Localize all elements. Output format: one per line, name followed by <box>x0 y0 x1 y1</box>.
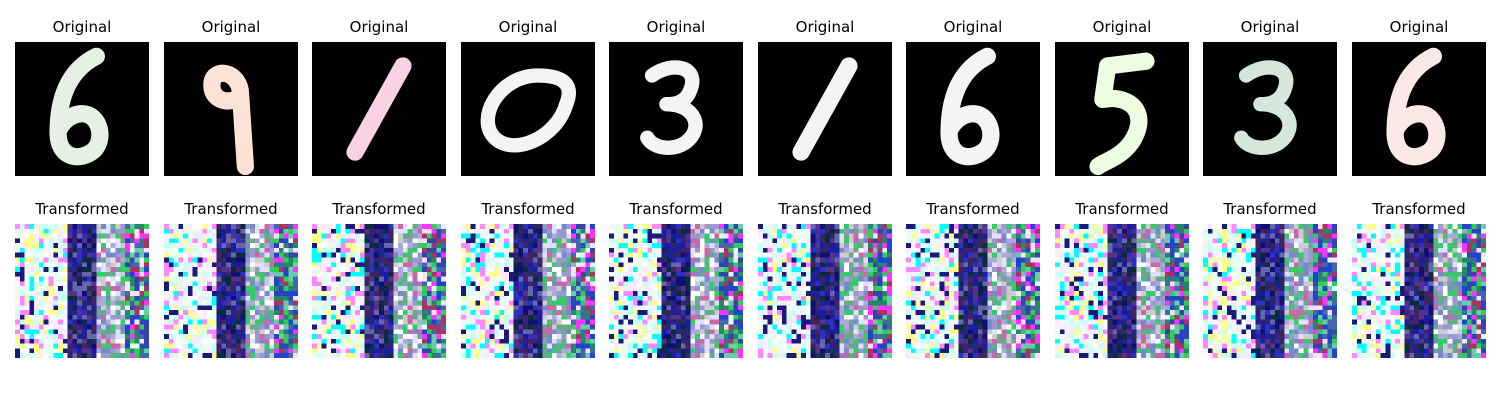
original-image <box>461 42 595 176</box>
transformed-image <box>1203 224 1337 358</box>
original-title: Original <box>1240 18 1300 36</box>
transformed-title: Transformed <box>481 200 575 218</box>
original-image <box>1352 42 1486 176</box>
original-image <box>1203 42 1337 176</box>
digit-stroke <box>792 57 858 161</box>
digit-stroke <box>940 47 1000 166</box>
original-title: Original <box>1092 18 1152 36</box>
original-title: Original <box>646 18 706 36</box>
digit-stroke <box>480 68 576 153</box>
transformed-title: Transformed <box>332 200 426 218</box>
original-title: Original <box>795 18 855 36</box>
original-image <box>609 42 743 176</box>
original-image <box>312 42 446 176</box>
digit-stroke <box>1386 47 1446 166</box>
original-image <box>1055 42 1189 176</box>
transformed-title: Transformed <box>778 200 872 218</box>
transformed-title: Transformed <box>1372 200 1466 218</box>
digit-stroke <box>1234 60 1297 155</box>
digit-stroke <box>1089 52 1155 176</box>
transformed-image <box>758 224 892 358</box>
original-title: Original <box>498 18 558 36</box>
digit-stroke <box>203 64 254 176</box>
transformed-image <box>15 224 149 358</box>
original-image <box>164 42 298 176</box>
digit-stroke <box>640 60 703 155</box>
transformed-image <box>609 224 743 358</box>
original-image <box>15 42 149 176</box>
original-title: Original <box>201 18 261 36</box>
transformed-title: Transformed <box>35 200 129 218</box>
transformed-image <box>906 224 1040 358</box>
original-title: Original <box>349 18 409 36</box>
transformed-title: Transformed <box>926 200 1020 218</box>
transformed-image <box>461 224 595 358</box>
original-title: Original <box>943 18 1003 36</box>
digit-stroke <box>49 47 109 166</box>
digit-stroke <box>346 57 412 161</box>
transformed-image <box>312 224 446 358</box>
transformed-title: Transformed <box>1223 200 1317 218</box>
original-image <box>906 42 1040 176</box>
original-image <box>758 42 892 176</box>
transformed-title: Transformed <box>184 200 278 218</box>
original-title: Original <box>1389 18 1449 36</box>
transformed-title: Transformed <box>629 200 723 218</box>
transformed-title: Transformed <box>1075 200 1169 218</box>
transformed-image <box>1352 224 1486 358</box>
transformed-image <box>1055 224 1189 358</box>
transformed-image <box>164 224 298 358</box>
original-title: Original <box>52 18 112 36</box>
